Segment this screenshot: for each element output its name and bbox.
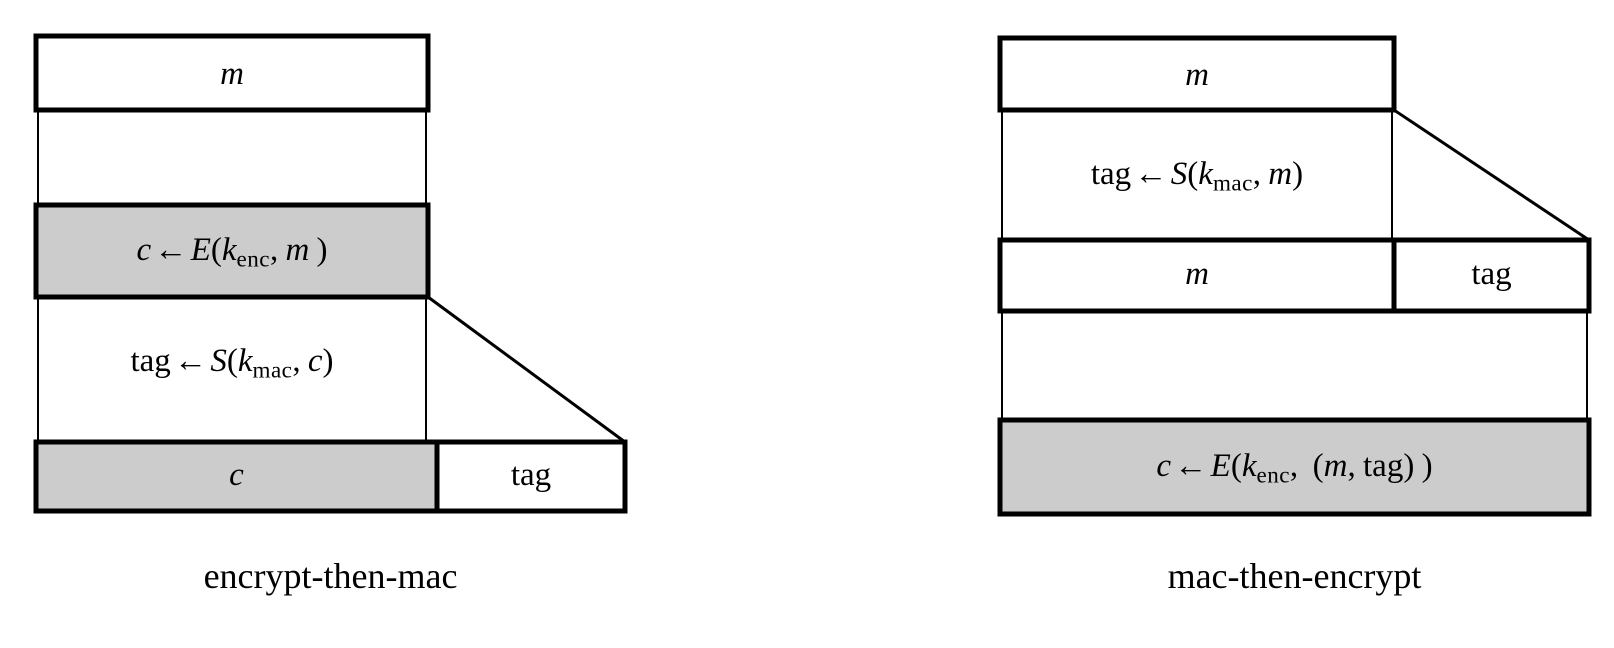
etm-label-message: m [220, 56, 244, 92]
mte-label-tag: tag [1471, 256, 1512, 292]
etm-caption: encrypt-then-mac [203, 556, 458, 596]
mte-label-mac: tag←S(kmac,m) [1090, 156, 1304, 196]
mte-label-message2: m [1185, 256, 1209, 292]
etm-label-encrypt: c←E(kenc,m) [136, 232, 328, 272]
etm-box-tag [434, 439, 628, 514]
etm-label-tag: tag [510, 457, 552, 493]
mte-diagonal-connector [1393, 108, 1590, 242]
etm-box-message [33, 33, 431, 113]
mte-label-encrypt: c←E(kenc,(m,tag)) [1156, 448, 1433, 488]
mte-box-encrypt [997, 417, 1592, 517]
etm-label-mac: tag←S(kmac,c) [130, 343, 334, 383]
etm-diagonal-connector [427, 295, 626, 444]
etm-box-encrypt [33, 202, 431, 300]
etm-label-ciphertext: c [229, 457, 244, 493]
mte-box-message2 [997, 237, 1397, 314]
etm-box-ciphertext [33, 439, 440, 514]
mte-caption: mac-then-encrypt [1167, 556, 1422, 596]
mte-box-message [997, 35, 1397, 113]
mte-box-tag [1391, 237, 1592, 314]
mte-label-message: m [1185, 57, 1209, 93]
